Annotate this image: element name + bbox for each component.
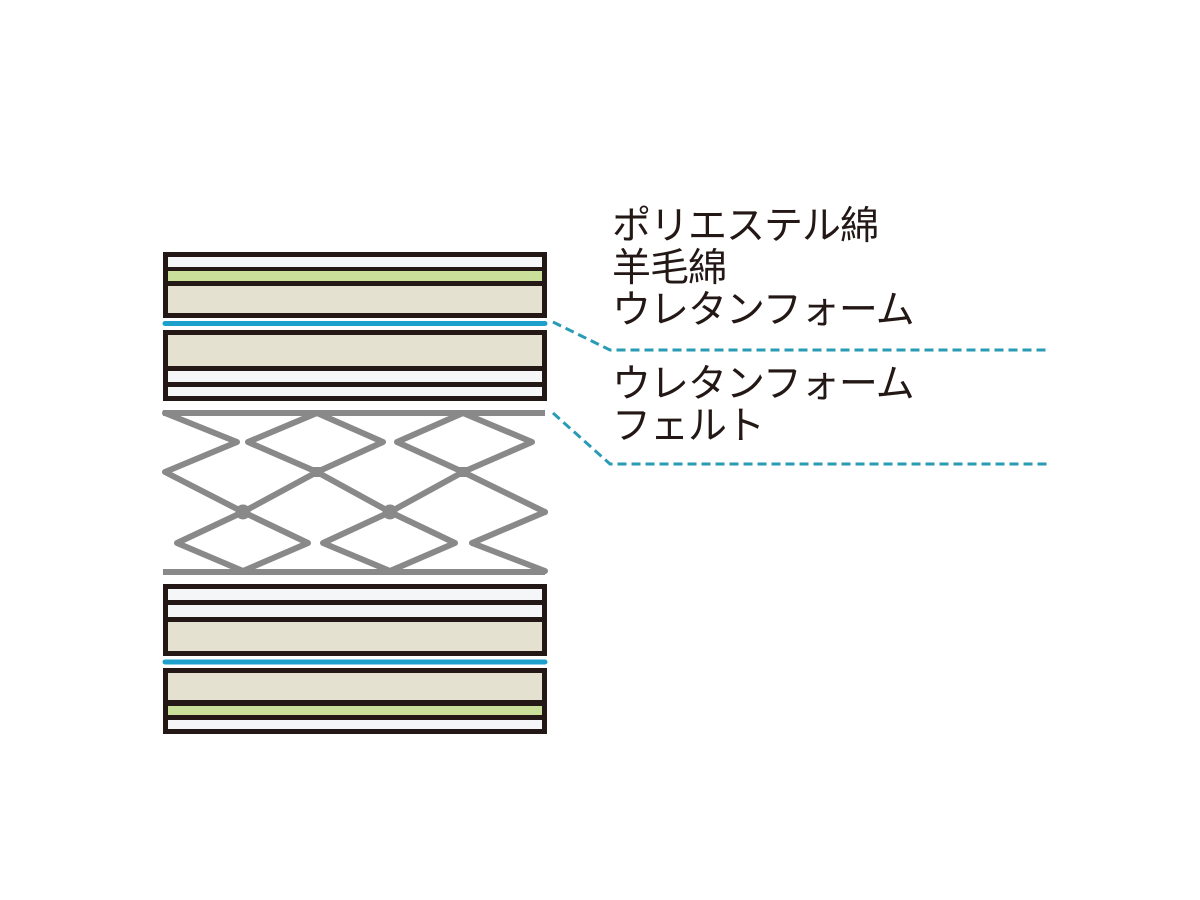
label-group-lower: ウレタンフォーム フェルト (612, 362, 915, 449)
spring-unit (162, 410, 548, 575)
spring-ring (235, 504, 251, 520)
layer-polyester-white (168, 257, 542, 267)
label-group-upper: ポリエステル綿 羊毛綿 ウレタンフォーム (612, 204, 915, 333)
layer-felt-white (168, 605, 542, 617)
layer-block-upper-middle (163, 330, 547, 401)
spring-wire (245, 410, 386, 475)
spring-wire (174, 509, 311, 574)
layer-urethane-beige (168, 286, 542, 313)
layer-urethane-beige (168, 335, 542, 366)
spring-bottom-bar (163, 569, 545, 575)
layer-urethane-beige (168, 673, 542, 700)
spring-wire (387, 469, 548, 515)
layer-felt-white (168, 589, 542, 600)
layer-block-lower-middle (163, 584, 547, 656)
spring-wire (162, 410, 246, 515)
layer-block-bottom (163, 668, 547, 734)
spring-wire (240, 469, 393, 515)
layer-felt-white (168, 371, 542, 382)
leader-line-upper (552, 320, 1047, 352)
label-urethane-foam: ウレタンフォーム (612, 362, 915, 407)
layer-polyester-white (168, 720, 542, 729)
label-urethane-foam: ウレタンフォーム (612, 288, 915, 333)
layer-wool-green (168, 271, 542, 281)
leader-line-lower (551, 411, 1047, 466)
layer-urethane-beige (168, 622, 542, 651)
spring-wire (469, 509, 548, 574)
layer-block-top (163, 252, 547, 318)
spring-wire (320, 509, 458, 574)
spring-wire (394, 410, 535, 475)
spring-top-bar (163, 410, 545, 416)
label-wool-cotton: 羊毛綿 (612, 246, 727, 291)
layer-wool-green (168, 706, 542, 715)
spring-ring (382, 504, 398, 520)
label-polyester-cotton: ポリエステル綿 (612, 204, 879, 249)
label-felt: フェルト (612, 404, 765, 449)
layer-felt-white (168, 387, 542, 396)
